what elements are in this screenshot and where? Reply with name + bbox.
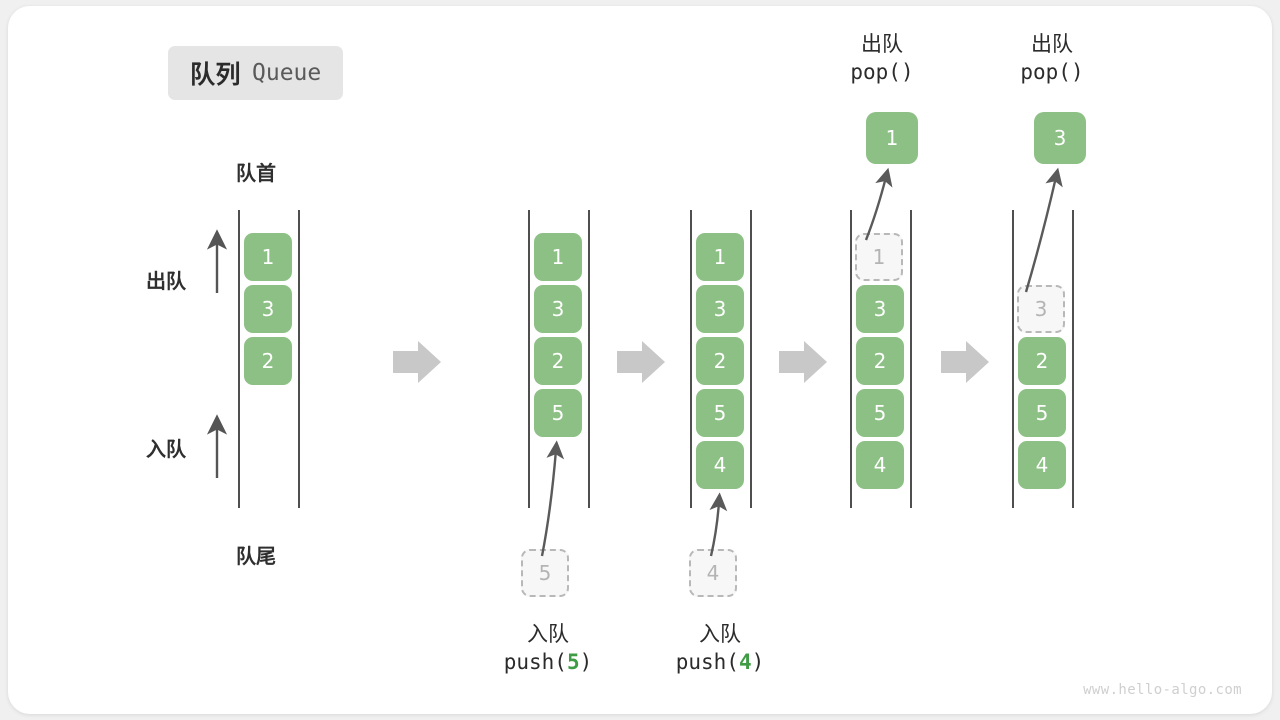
- queue-rail-left-s3: [690, 210, 692, 508]
- queue-rail-right-s4: [910, 210, 912, 508]
- queue-cell: 1: [534, 233, 582, 281]
- queue-cell-new: 4: [696, 441, 744, 489]
- queue-cell: 4: [1018, 441, 1066, 489]
- queue-cell: 2: [856, 337, 904, 385]
- queue-cell: 3: [244, 285, 292, 333]
- dequeue-axis-label: 出队: [146, 269, 186, 293]
- queue-cell: 5: [856, 389, 904, 437]
- front-label: 队首: [236, 161, 276, 185]
- watermark: www.hello-algo.com: [1083, 682, 1242, 698]
- queue-cell-ghost: 1: [855, 233, 903, 281]
- queue-cell-new: 5: [534, 389, 582, 437]
- outgoing-cell: 1: [866, 112, 918, 164]
- op-label-push-4: 入队 push(4): [630, 620, 810, 677]
- title-cn: 队列: [190, 60, 242, 89]
- op-label-code: pop(): [850, 60, 914, 85]
- op-label-cn: 入队: [699, 622, 741, 646]
- diagram-title-badge: 队列 Queue: [168, 46, 344, 100]
- queue-cell: 5: [696, 389, 744, 437]
- queue-cell: 2: [534, 337, 582, 385]
- op-label-cn: 出队: [861, 32, 903, 56]
- enqueue-axis-label: 入队: [146, 437, 186, 461]
- queue-rail-right-s1: [298, 210, 300, 508]
- queue-cell: 3: [696, 285, 744, 333]
- queue-cell: 2: [696, 337, 744, 385]
- queue-cell: 4: [856, 441, 904, 489]
- incoming-ghost-cell: 5: [521, 549, 569, 597]
- queue-cell: 5: [1018, 389, 1066, 437]
- queue-cell: 3: [534, 285, 582, 333]
- op-label-code: push(5): [503, 650, 593, 675]
- queue-cell: 1: [244, 233, 292, 281]
- queue-cell: 3: [856, 285, 904, 333]
- op-label-cn: 出队: [1031, 32, 1073, 56]
- queue-rail-right-s2: [588, 210, 590, 508]
- queue-cell-ghost: 3: [1017, 285, 1065, 333]
- queue-rail-left-s1: [238, 210, 240, 508]
- incoming-ghost-cell: 4: [689, 549, 737, 597]
- op-label-code: push(4): [675, 650, 765, 675]
- queue-rail-left-s4: [850, 210, 852, 508]
- diagram-card: [8, 6, 1272, 714]
- title-en: Queue: [252, 60, 322, 86]
- queue-cell: 2: [1018, 337, 1066, 385]
- op-label-cn: 入队: [527, 622, 569, 646]
- op-label-pop-3: 出队 pop(): [972, 30, 1132, 87]
- rear-label: 队尾: [236, 544, 276, 568]
- op-label-pop-1: 出队 pop(): [802, 30, 962, 87]
- queue-cell: 2: [244, 337, 292, 385]
- queue-rail-right-s5: [1072, 210, 1074, 508]
- queue-rail-right-s3: [750, 210, 752, 508]
- queue-rail-left-s2: [528, 210, 530, 508]
- op-label-push-5: 入队 push(5): [458, 620, 638, 677]
- op-label-code: pop(): [1020, 60, 1084, 85]
- queue-cell: 1: [696, 233, 744, 281]
- queue-rail-left-s5: [1012, 210, 1014, 508]
- outgoing-cell: 3: [1034, 112, 1086, 164]
